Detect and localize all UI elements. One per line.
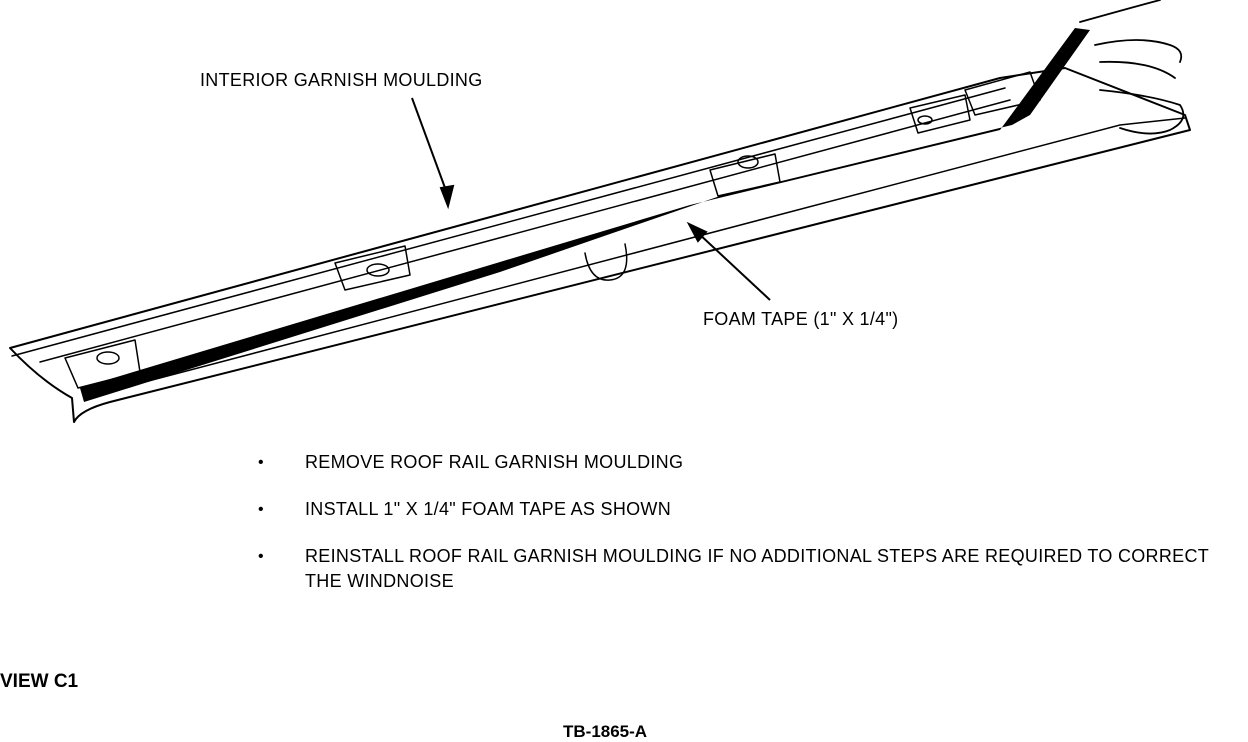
mounting-plate [334,245,411,291]
garnish-moulding-illustration [9,0,1191,423]
bullet: • [258,454,264,471]
mounting-plate [909,94,971,134]
mounting-hole [366,263,390,277]
instruction-list: • REMOVE ROOF RAIL GARNISH MOULDING • IN… [258,450,1238,616]
moulding-tab [584,243,628,281]
leader-line-moulding [411,97,449,197]
instruction-step: • INSTALL 1" X 1/4" FOAM TAPE AS SHOWN [258,497,1238,522]
moulding-lip [83,117,1186,399]
mounting-plate [709,153,781,197]
mounting-hole [917,115,933,125]
bullet: • [258,548,264,565]
moulding-callout-label: INTERIOR GARNISH MOULDING [200,70,483,90]
view-label: VIEW C1 [0,671,79,692]
mounting-hole [737,155,759,169]
leader-line-tape [696,231,771,301]
moulding-flange [11,87,1011,363]
moulding-outline [9,67,1191,423]
hand [1079,0,1185,135]
mounting-hole [96,351,120,365]
instruction-step: • REMOVE ROOF RAIL GARNISH MOULDING [258,450,1238,475]
instruction-step: • REINSTALL ROOF RAIL GARNISH MOULDING I… [258,544,1238,594]
arrowhead-moulding [439,184,455,210]
instruction-text: REMOVE ROOF RAIL GARNISH MOULDING [305,452,684,472]
foam-tape [80,28,1090,402]
arrowhead-tape [686,221,708,243]
figure-id: TB-1865-A [563,722,648,741]
foam-tape-callout-label: FOAM TAPE (1" X 1/4") [703,309,899,329]
bullet: • [258,501,264,518]
instruction-text: REINSTALL ROOF RAIL GARNISH MOULDING IF … [305,546,1209,591]
instruction-text: INSTALL 1" X 1/4" FOAM TAPE AS SHOWN [305,499,672,519]
